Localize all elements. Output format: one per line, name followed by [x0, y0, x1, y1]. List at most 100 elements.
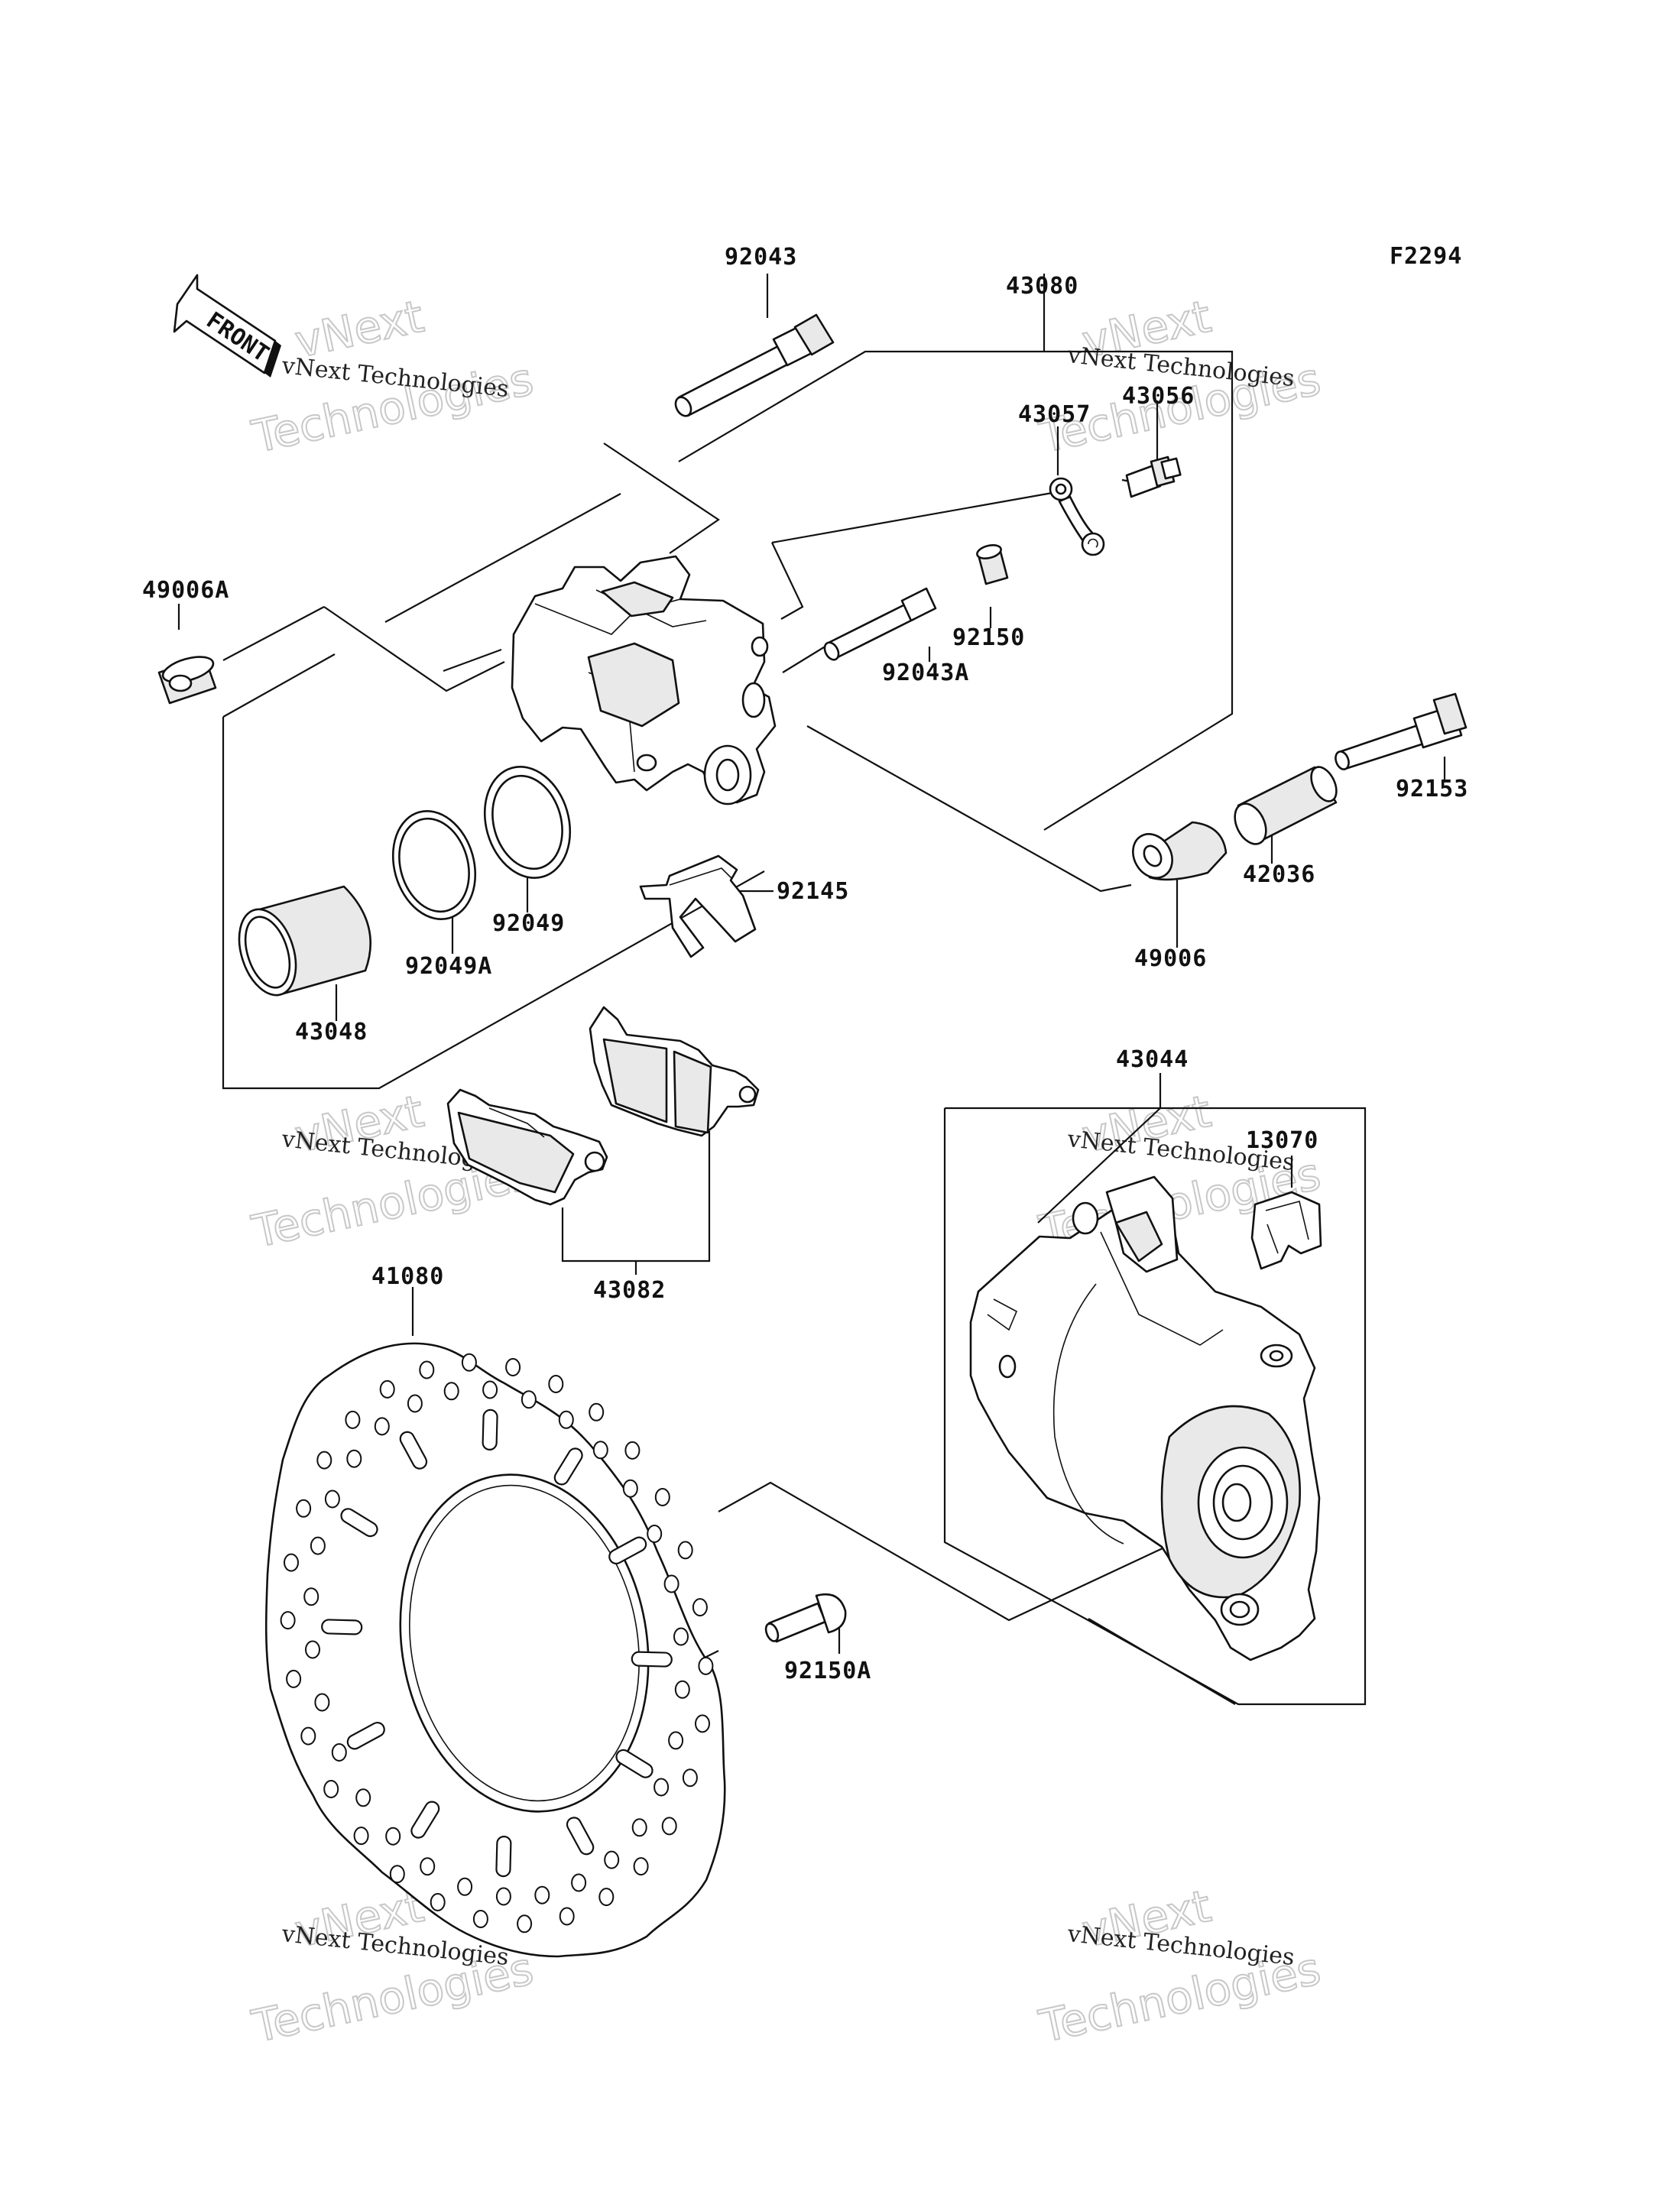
label-43056: 43056 [1122, 383, 1195, 410]
label-92145: 92145 [777, 878, 849, 905]
disc-hole [443, 1382, 459, 1401]
brake-pad-lower [446, 1088, 608, 1206]
disc-hole [663, 1574, 679, 1593]
disc-hole [316, 1451, 332, 1470]
cap-92150 [976, 544, 1009, 585]
disc-hole [505, 1358, 521, 1376]
brake-caliper-body [511, 555, 777, 806]
disc-hole [571, 1873, 587, 1892]
label-42036: 42036 [1243, 861, 1315, 888]
disc-hole [558, 1410, 574, 1429]
disc-hole [353, 1827, 369, 1846]
bleeder-valve-43056 [1125, 455, 1182, 498]
clip-13070 [1250, 1191, 1322, 1270]
bolt-92043 [674, 313, 835, 417]
disc-hole [303, 1587, 319, 1606]
disc-hole [654, 1488, 670, 1506]
disc-slot [346, 1721, 385, 1750]
disc-hole [310, 1536, 326, 1555]
disc-hole [674, 1680, 690, 1699]
label-92043: 92043 [725, 244, 797, 271]
seal-92049A [391, 810, 477, 920]
disc-hole [668, 1731, 684, 1750]
disc-hole [385, 1827, 401, 1846]
disc-hole [324, 1489, 340, 1509]
disc-hole [654, 1778, 670, 1797]
figure-code: F2294 [1390, 243, 1462, 270]
disc-hole [323, 1780, 339, 1798]
disc-slot [615, 1749, 654, 1778]
disc-hole [472, 1910, 488, 1928]
caliper-bracket-43044 [969, 1175, 1321, 1661]
label-92049: 92049 [492, 910, 565, 937]
disc-hole [548, 1375, 564, 1393]
label-43057: 43057 [1018, 401, 1091, 428]
disc-hole [379, 1379, 395, 1399]
disc-hole [631, 1818, 647, 1837]
disc-hole [592, 1441, 608, 1460]
sleeve-42036 [1234, 766, 1338, 845]
boot-49006 [1132, 821, 1228, 881]
front-arrow-icon: FRONT [173, 274, 281, 378]
disc-hole [296, 1499, 312, 1518]
disc-hole [559, 1907, 575, 1926]
disc-hole [604, 1850, 620, 1869]
disc-slot [608, 1536, 647, 1565]
disc-hole [633, 1857, 649, 1876]
disc-slot [553, 1447, 583, 1486]
part-labels: 92043 43080 43057 43056 49006A 92150 920… [142, 244, 1468, 1684]
label-43048: 43048 [295, 1019, 368, 1045]
brake-pad-upper [589, 1006, 760, 1137]
disc-hole [355, 1788, 371, 1807]
disc-hole [517, 1914, 533, 1934]
seal-92049 [483, 766, 572, 879]
label-43044: 43044 [1116, 1046, 1189, 1073]
label-92150: 92150 [952, 624, 1025, 651]
disc-hole [419, 1360, 435, 1379]
cap-49006A [157, 656, 217, 705]
disc-slot [321, 1619, 363, 1635]
disc-hole [622, 1479, 638, 1498]
disc-hole [430, 1893, 446, 1911]
disc-hole [374, 1417, 390, 1436]
disc-hole [305, 1640, 320, 1659]
disc-slot [340, 1508, 378, 1538]
brake-disc-41080 [264, 1342, 726, 1958]
bolt-92150A [764, 1593, 847, 1643]
disc-hole [698, 1656, 714, 1675]
disc-hole [314, 1693, 330, 1712]
disc-hole [345, 1410, 361, 1429]
disc-slot [410, 1801, 440, 1839]
pin-92043A [823, 587, 937, 661]
disc-hole [521, 1390, 537, 1409]
disc-hole [286, 1669, 302, 1688]
label-13070: 13070 [1246, 1127, 1318, 1154]
label-92150A: 92150A [784, 1658, 871, 1684]
assembly-lines [177, 274, 1446, 1706]
spring-92145 [639, 854, 757, 958]
disc-hole [589, 1402, 605, 1421]
bolt-92153 [1335, 692, 1468, 770]
disc-hole [692, 1598, 708, 1617]
disc-slot [631, 1651, 673, 1668]
label-41080: 41080 [371, 1263, 444, 1290]
disc-hole [407, 1394, 423, 1413]
disc-hole [389, 1865, 405, 1884]
disc-hole [331, 1743, 347, 1762]
disc-hole [661, 1817, 677, 1836]
disc-slot [399, 1431, 428, 1470]
label-49006: 49006 [1134, 945, 1207, 972]
label-92043A: 92043A [882, 660, 969, 686]
disc-hole [534, 1885, 550, 1904]
disc-hole [457, 1877, 473, 1896]
disc-hole [420, 1857, 436, 1876]
disc-hole [598, 1888, 615, 1907]
disc-hole [647, 1525, 663, 1543]
disc-slot [482, 1408, 498, 1451]
disc-hole [482, 1380, 498, 1399]
disc-slot [495, 1836, 512, 1878]
disc-slot [566, 1817, 595, 1856]
disc-hole [695, 1714, 710, 1733]
disc-hole [495, 1887, 511, 1906]
